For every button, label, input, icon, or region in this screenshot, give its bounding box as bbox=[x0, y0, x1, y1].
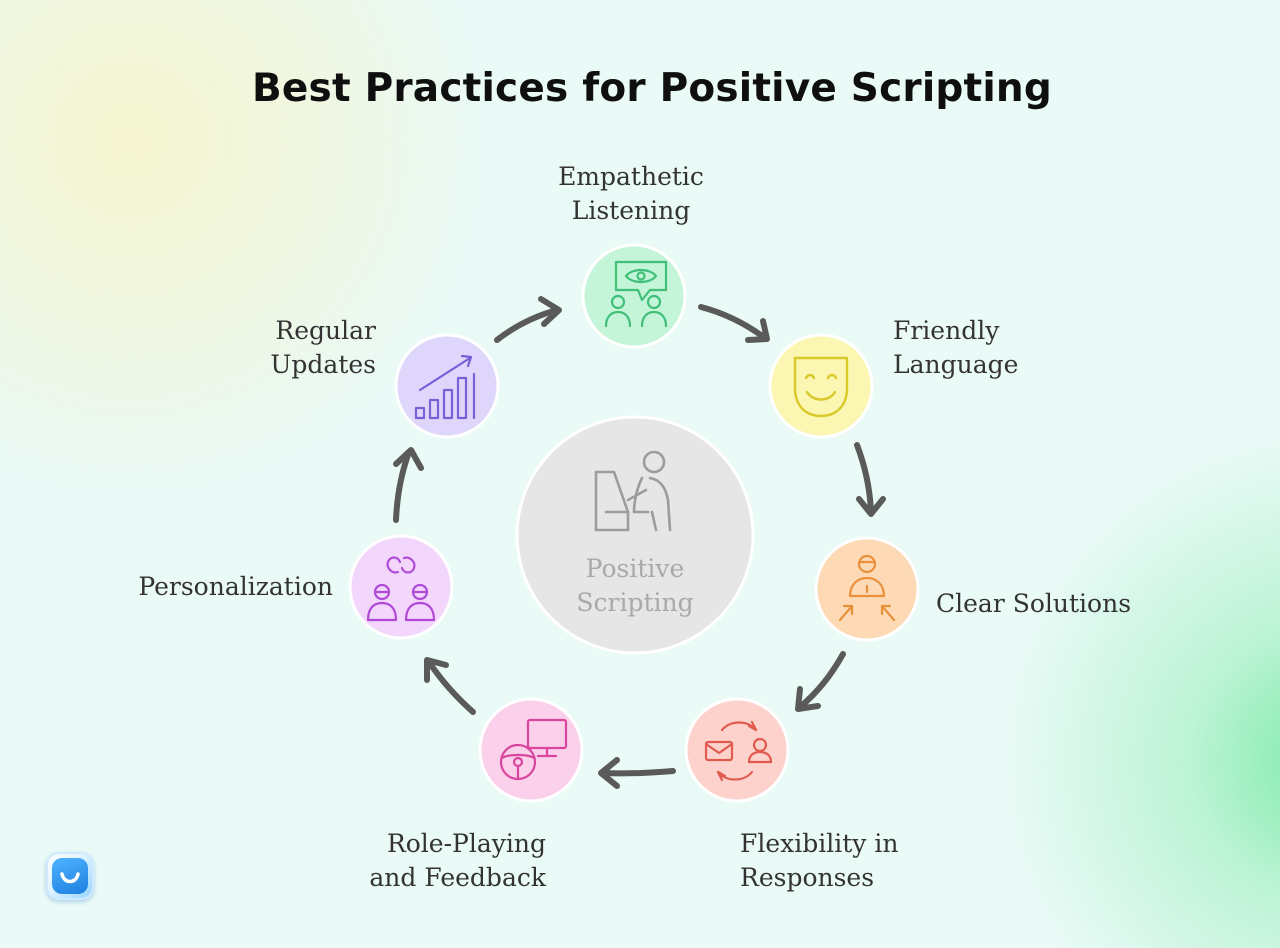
smile-app-logo-icon bbox=[46, 852, 94, 900]
arrow-empathetic-listening-to-friendly-language bbox=[698, 304, 770, 343]
arrow-friendly-language-to-clear-solutions bbox=[854, 442, 886, 517]
arrow-regular-updates-to-empathetic-listening bbox=[494, 296, 562, 343]
arrow-flexibility-to-role-playing bbox=[598, 757, 676, 789]
arrow-role-playing-to-personalization bbox=[424, 657, 476, 715]
step-circle-flexibility bbox=[684, 697, 790, 803]
label-flexibility-in-responses: Flexibility in Responses bbox=[740, 829, 899, 892]
step-circle-personalization bbox=[348, 534, 454, 640]
arrow-personalization-to-regular-updates bbox=[393, 447, 424, 523]
label-clear-solutions: Clear Solutions bbox=[936, 589, 1132, 618]
smile-icon bbox=[60, 872, 80, 884]
center-circle bbox=[515, 415, 755, 655]
label-role-playing-and-feedback: Role-Playing and Feedback bbox=[369, 829, 546, 892]
cycle-arrows bbox=[393, 296, 886, 789]
label-empathetic-listening: Empathetic Listening bbox=[558, 162, 704, 225]
arrow-clear-solutions-to-flexibility bbox=[795, 651, 846, 712]
mail-person-exchange-icon bbox=[704, 720, 773, 782]
growth-bar-chart-icon bbox=[414, 354, 476, 420]
diagram-title: Best Practices for Positive Scripting bbox=[251, 66, 1053, 111]
step-circle-regular-updates bbox=[394, 333, 500, 439]
center-label: Positive Scripting bbox=[576, 554, 694, 617]
person-with-arrows-icon bbox=[838, 554, 896, 622]
step-circle-empathetic-listening bbox=[581, 243, 687, 349]
smiling-mask-icon bbox=[793, 356, 849, 418]
label-friendly-language: Friendly Language bbox=[893, 316, 1019, 379]
two-people-link-icon bbox=[366, 556, 436, 622]
step-circle-friendly-language bbox=[768, 333, 874, 439]
steering-wheel-monitor-icon bbox=[499, 718, 568, 781]
person-at-desk-icon bbox=[594, 450, 672, 532]
label-personalization: Personalization bbox=[138, 572, 333, 601]
eye-speech-bubble-people-icon bbox=[604, 260, 668, 328]
label-regular-updates: Regular Updates bbox=[270, 316, 376, 379]
